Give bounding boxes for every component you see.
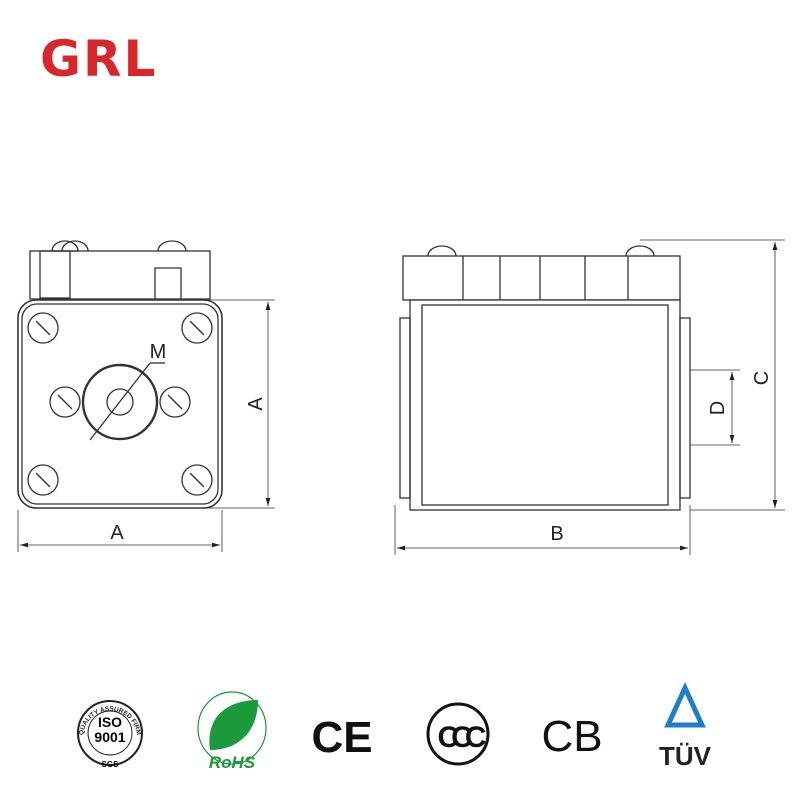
dim-label-a-width: A (110, 522, 124, 544)
svg-text:SGS: SGS (102, 760, 120, 769)
dim-label-d: D (707, 401, 729, 415)
dim-label-c: C (751, 371, 773, 385)
svg-text:RoHS: RoHS (209, 753, 256, 772)
tuv-mark: TÜV (659, 682, 712, 771)
grl-logo: GRL (40, 30, 158, 88)
side-view (394, 239, 785, 555)
svg-text:ISO: ISO (98, 714, 122, 730)
iso-9001-badge: QUALITY ASSURED FIRM ISO 9001 SGS (77, 700, 143, 769)
dim-label-a-height: A (245, 397, 267, 411)
svg-text:CCC: CCC (438, 721, 486, 754)
ccc-mark: CCC (426, 702, 494, 766)
svg-text:TÜV: TÜV (659, 741, 712, 771)
cb-mark: CB (541, 712, 602, 761)
dim-label-b: B (550, 523, 563, 545)
svg-text:9001: 9001 (94, 729, 125, 745)
front-view (17, 240, 275, 552)
rohs-badge: RoHS (197, 691, 267, 772)
dim-label-m: M (150, 341, 167, 363)
ce-mark: CE (311, 713, 372, 762)
screw-icon (27, 312, 213, 496)
